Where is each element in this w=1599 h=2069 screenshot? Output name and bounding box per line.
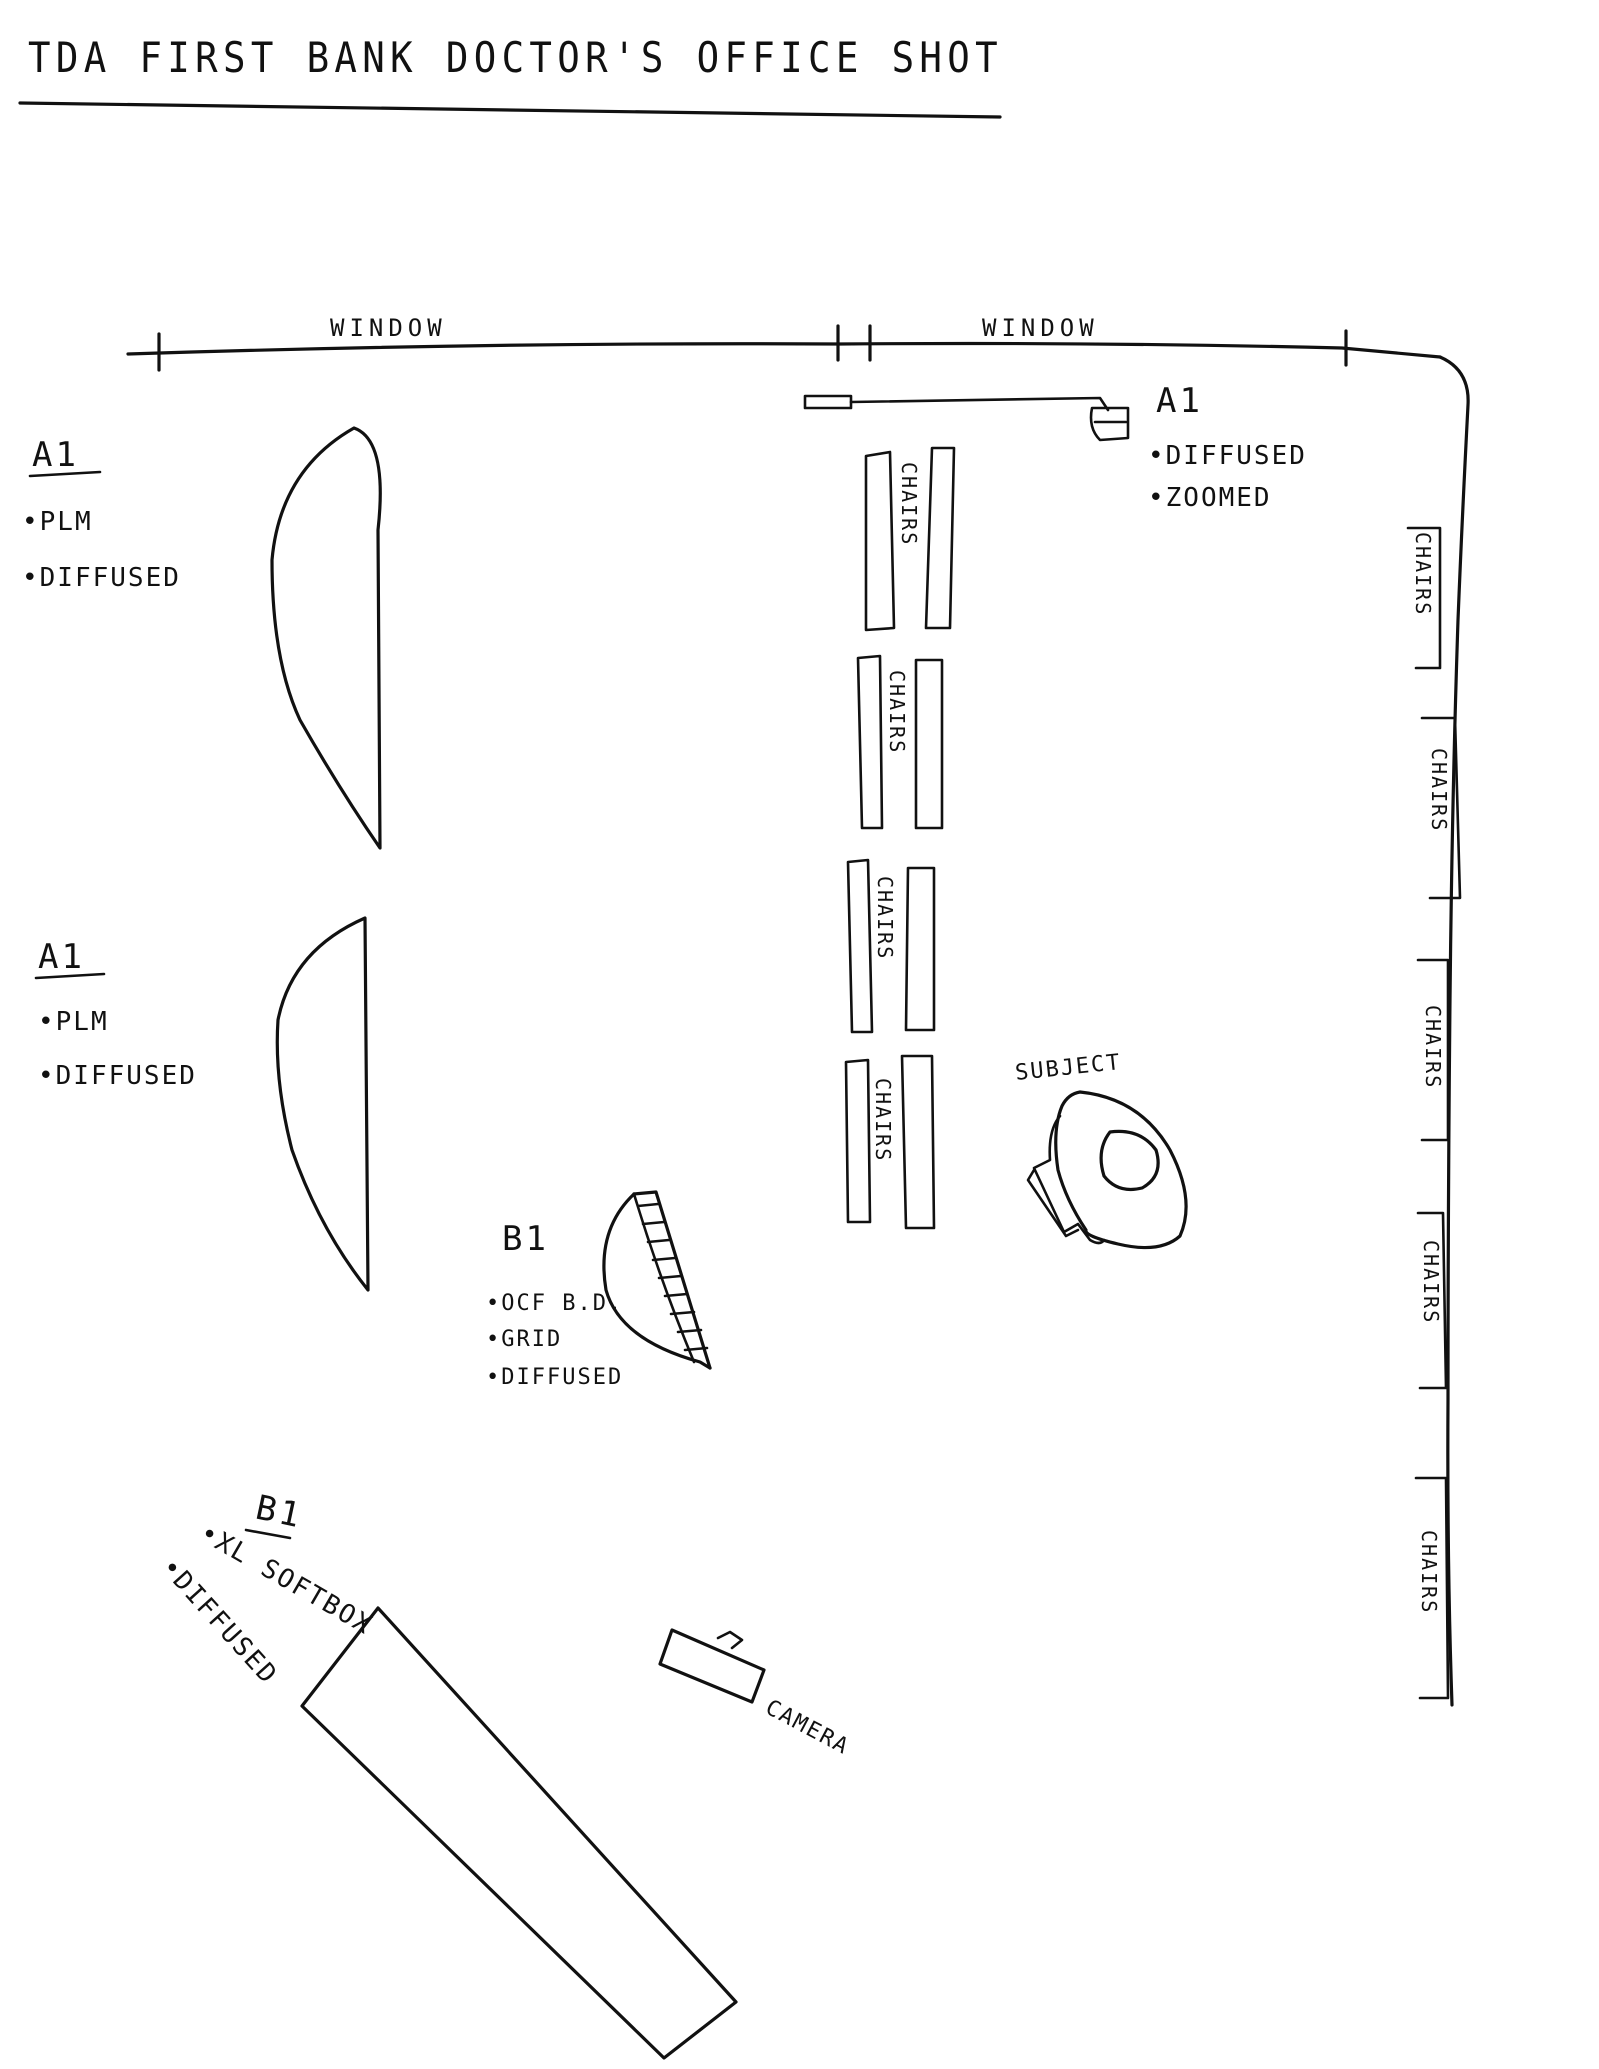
chair-bench-r4 (1416, 1211, 1448, 1390)
chair-row3-left (846, 858, 874, 1034)
light-a1-top-right-note-2: •ZOOMED (1148, 483, 1272, 513)
chair-row3-right (904, 866, 936, 1032)
chair-bench-r2 (1420, 716, 1462, 900)
light-a1-left-lower-shape (275, 916, 370, 1292)
right-wall (1438, 355, 1470, 1707)
diagram-title: TDA FIRST BANK DOCTOR'S OFFICE SHOT (28, 33, 1003, 82)
chair-row1-right (924, 446, 956, 630)
camera-icon (658, 1628, 766, 1704)
middle-chairs: CHAIRS CHAIRS CHAIRS CHAIRS (844, 446, 956, 1230)
camera-label: CAMERA (761, 1695, 854, 1760)
chair-row2-right (914, 658, 944, 830)
light-b1-softbox-name: B1 (252, 1488, 306, 1537)
light-b1-center: B1 •OCF B.D. •GRID •DIFFUSED (486, 1190, 712, 1390)
grid-icon (636, 1202, 709, 1352)
light-a1-left-upper-name: A1 (32, 435, 79, 475)
chair-label-r4: CHAIRS (1419, 1240, 1443, 1324)
window-label-right: WINDOW (982, 314, 1099, 342)
light-a1-left-upper-underline (28, 470, 102, 478)
light-a1-left-lower-name: A1 (38, 937, 85, 977)
light-boom-handle (803, 394, 853, 410)
chair-label-m1: CHAIRS (897, 462, 921, 546)
light-b1-center-shape (602, 1192, 712, 1370)
camera: CAMERA (658, 1628, 854, 1760)
chair-label-r5: CHAIRS (1417, 1530, 1441, 1614)
window-label-left: WINDOW (330, 314, 447, 342)
chair-label-m2: CHAIRS (885, 670, 909, 754)
light-a1-left-upper: A1 •PLM •DIFFUSED (22, 426, 382, 850)
light-a1-left-upper-shape (270, 426, 382, 850)
chair-label-m4: CHAIRS (871, 1078, 895, 1162)
chair-bench-r3 (1416, 958, 1450, 1142)
light-b1-softbox: B1 •XL SOFTBOX •DIFFUSED (155, 1488, 738, 2060)
title-underline (18, 101, 1002, 119)
subject: SUBJECT (1014, 1050, 1188, 1250)
light-a1-top-right-name: A1 (1156, 381, 1203, 421)
light-b1-center-grid-outer (632, 1190, 712, 1370)
subject-head (1099, 1129, 1160, 1192)
subject-chair (1032, 1114, 1106, 1245)
chair-bench-r1 (1406, 526, 1442, 670)
chair-row2-left (856, 654, 884, 830)
light-a1-left-lower-note-2: •DIFFUSED (38, 1061, 197, 1091)
light-a1-left-lower: A1 •PLM •DIFFUSED (34, 916, 370, 1292)
chair-bench-r5 (1414, 1476, 1450, 1700)
subject-label: SUBJECT (1014, 1050, 1123, 1086)
chair-row4-right (900, 1054, 936, 1230)
chair-row4-left (844, 1058, 872, 1224)
chair-label-r3: CHAIRS (1421, 1005, 1445, 1089)
softbox-shape (300, 1606, 738, 2060)
window-wall (126, 341, 1442, 359)
light-a1-left-upper-note-1: •PLM (22, 507, 93, 537)
light-a1-left-lower-underline (34, 972, 106, 980)
light-boom-arm (849, 396, 1110, 412)
light-a1-top-right: A1 •DIFFUSED •ZOOMED (803, 381, 1307, 513)
light-a1-left-lower-note-1: •PLM (38, 1007, 109, 1037)
light-a1-left-upper-note-2: •DIFFUSED (22, 563, 181, 593)
chair-label-r1: CHAIRS (1411, 532, 1435, 616)
right-chairs: CHAIRS CHAIRS CHAIRS CHAIRS CHAIRS (1406, 526, 1462, 1700)
light-a1-top-right-note-1: •DIFFUSED (1148, 441, 1307, 471)
camera-lens (716, 1630, 744, 1650)
chair-row1-left (864, 450, 896, 632)
subject-arm (1026, 1168, 1080, 1238)
light-b1-center-note-3: •DIFFUSED (486, 1365, 623, 1390)
chair-label-r2: CHAIRS (1427, 748, 1451, 832)
light-b1-softbox-underline (244, 1528, 292, 1540)
light-head-icon (1089, 406, 1130, 442)
light-b1-center-note-1: •OCF B.D. (486, 1291, 623, 1316)
light-b1-center-note-2: •GRID (486, 1327, 562, 1352)
light-b1-center-name: B1 (502, 1219, 549, 1259)
chair-label-m3: CHAIRS (873, 876, 897, 960)
